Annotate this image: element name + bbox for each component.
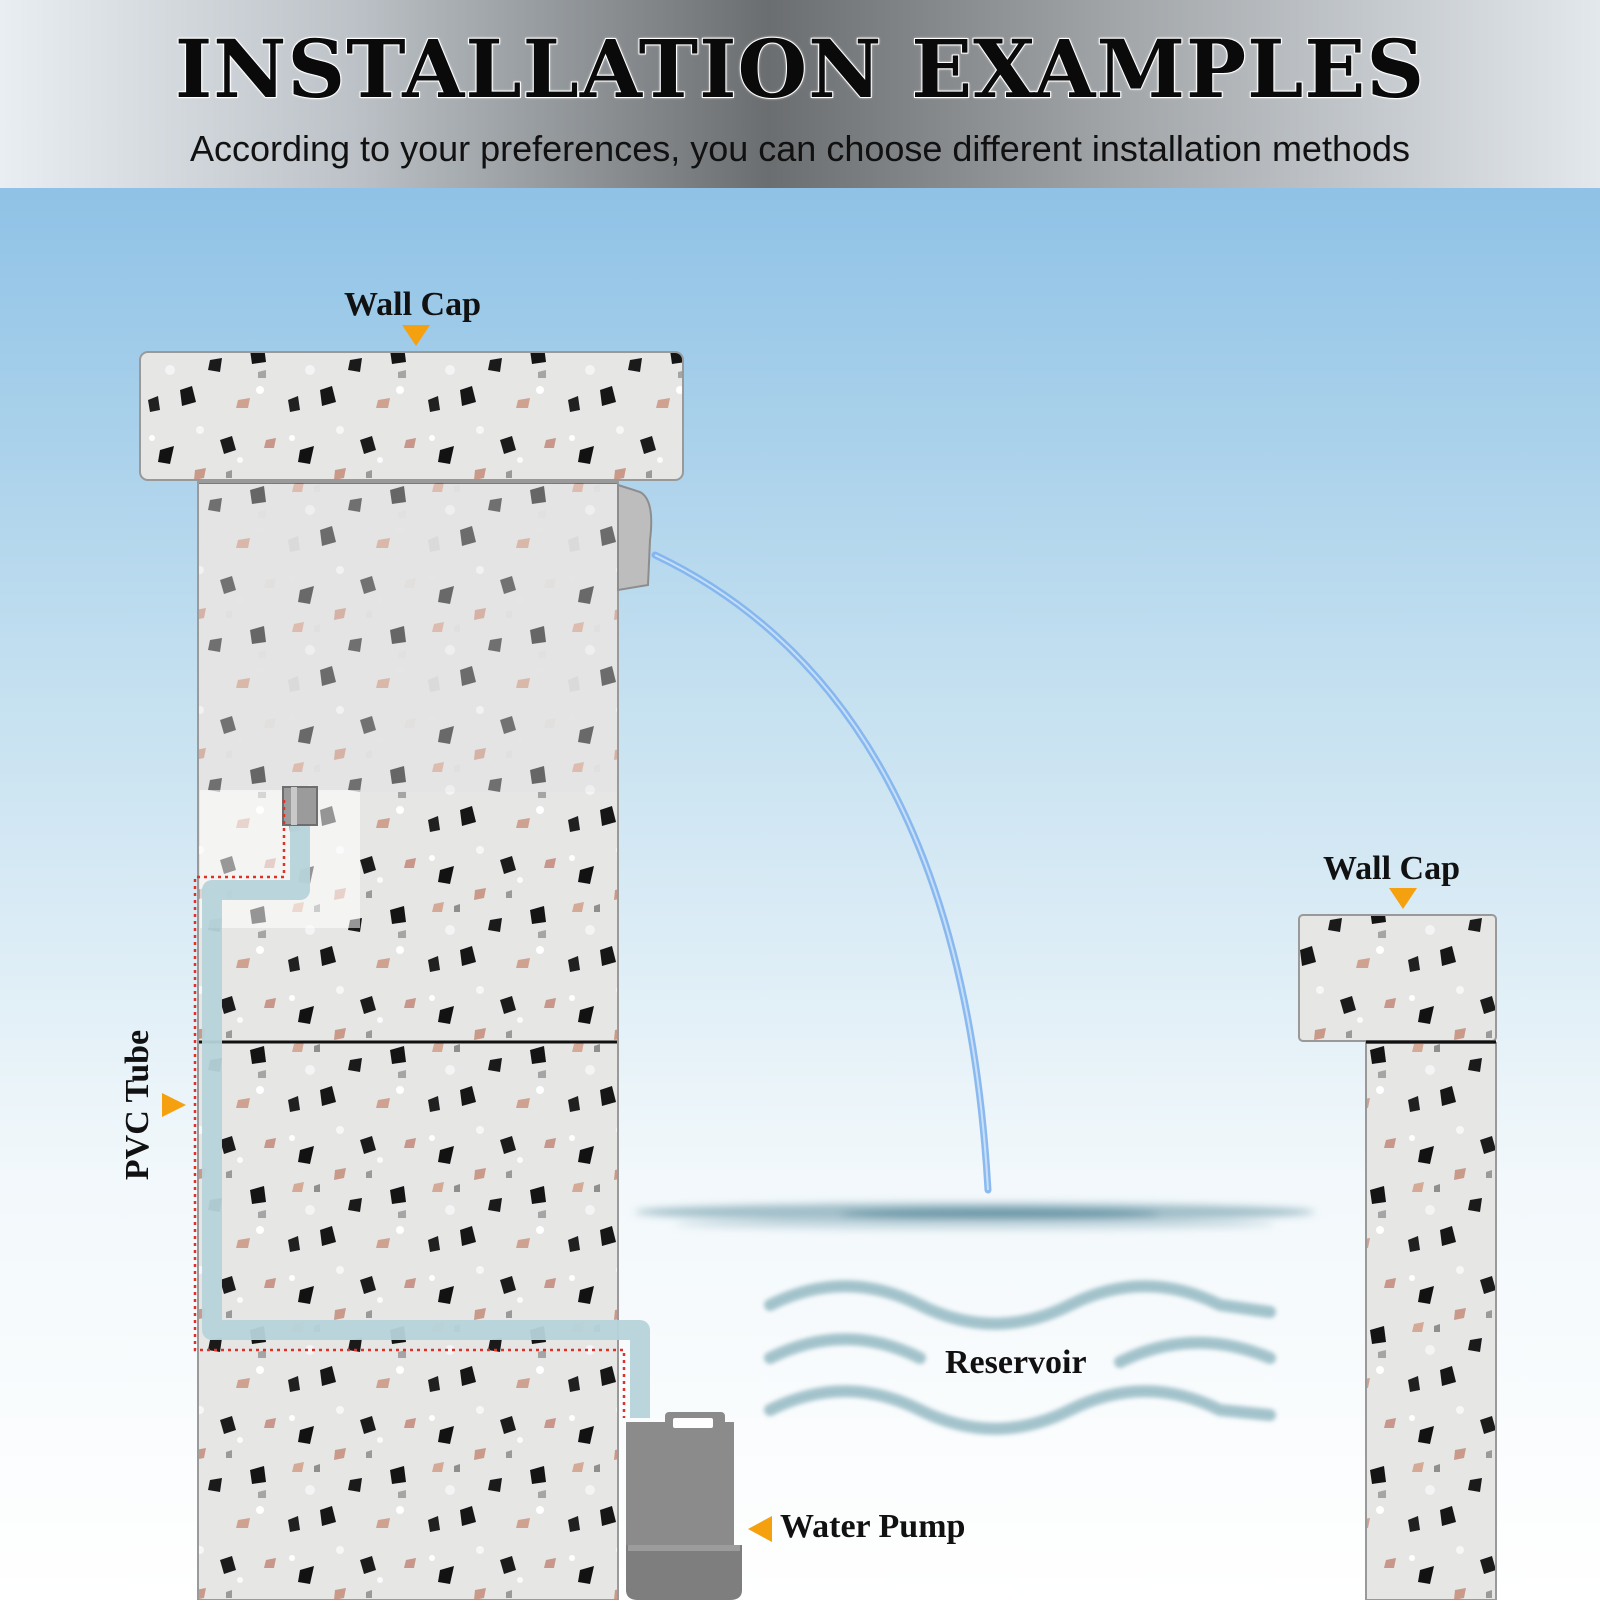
wall-cap-right-arrow [1389,888,1417,909]
right-wall [1365,1042,1497,1601]
water-pump [626,1412,742,1600]
pvc-pipe [202,800,650,1418]
header-banner: INSTALLATION EXAMPLES According to your … [0,0,1600,188]
water-pump-arrow [748,1516,772,1542]
reservoir-waves [764,1280,1276,1435]
spillway-spout [617,483,653,592]
wall-cap-right-label: Wall Cap [1323,850,1460,887]
left-wall-cap [139,351,684,481]
pipe-outline-dotted [193,875,626,1418]
left-wall-upper-faded [198,482,618,792]
installation-diagram [0,188,1600,1601]
installation-scene: Wall Cap Wall Cap PVC Tube Reservoir Wat… [0,188,1600,1601]
wall-cap-left-label: Wall Cap [344,286,481,323]
pvc-tube-arrow [162,1093,186,1117]
water-pump-label: Water Pump [780,1508,966,1545]
pipe-niche [200,790,360,928]
reservoir-label: Reservoir [945,1344,1087,1381]
water-surface [635,1203,1315,1230]
wall-cap-left-arrow [402,325,430,346]
pvc-tube-label: PVC Tube [119,1029,156,1181]
page-subtitle: According to your preferences, you can c… [189,128,1411,169]
pipe-nozzle [282,786,318,826]
page-title: INSTALLATION EXAMPLES [174,21,1426,117]
left-wall [197,480,619,1601]
right-wall-cap [1298,914,1497,1044]
